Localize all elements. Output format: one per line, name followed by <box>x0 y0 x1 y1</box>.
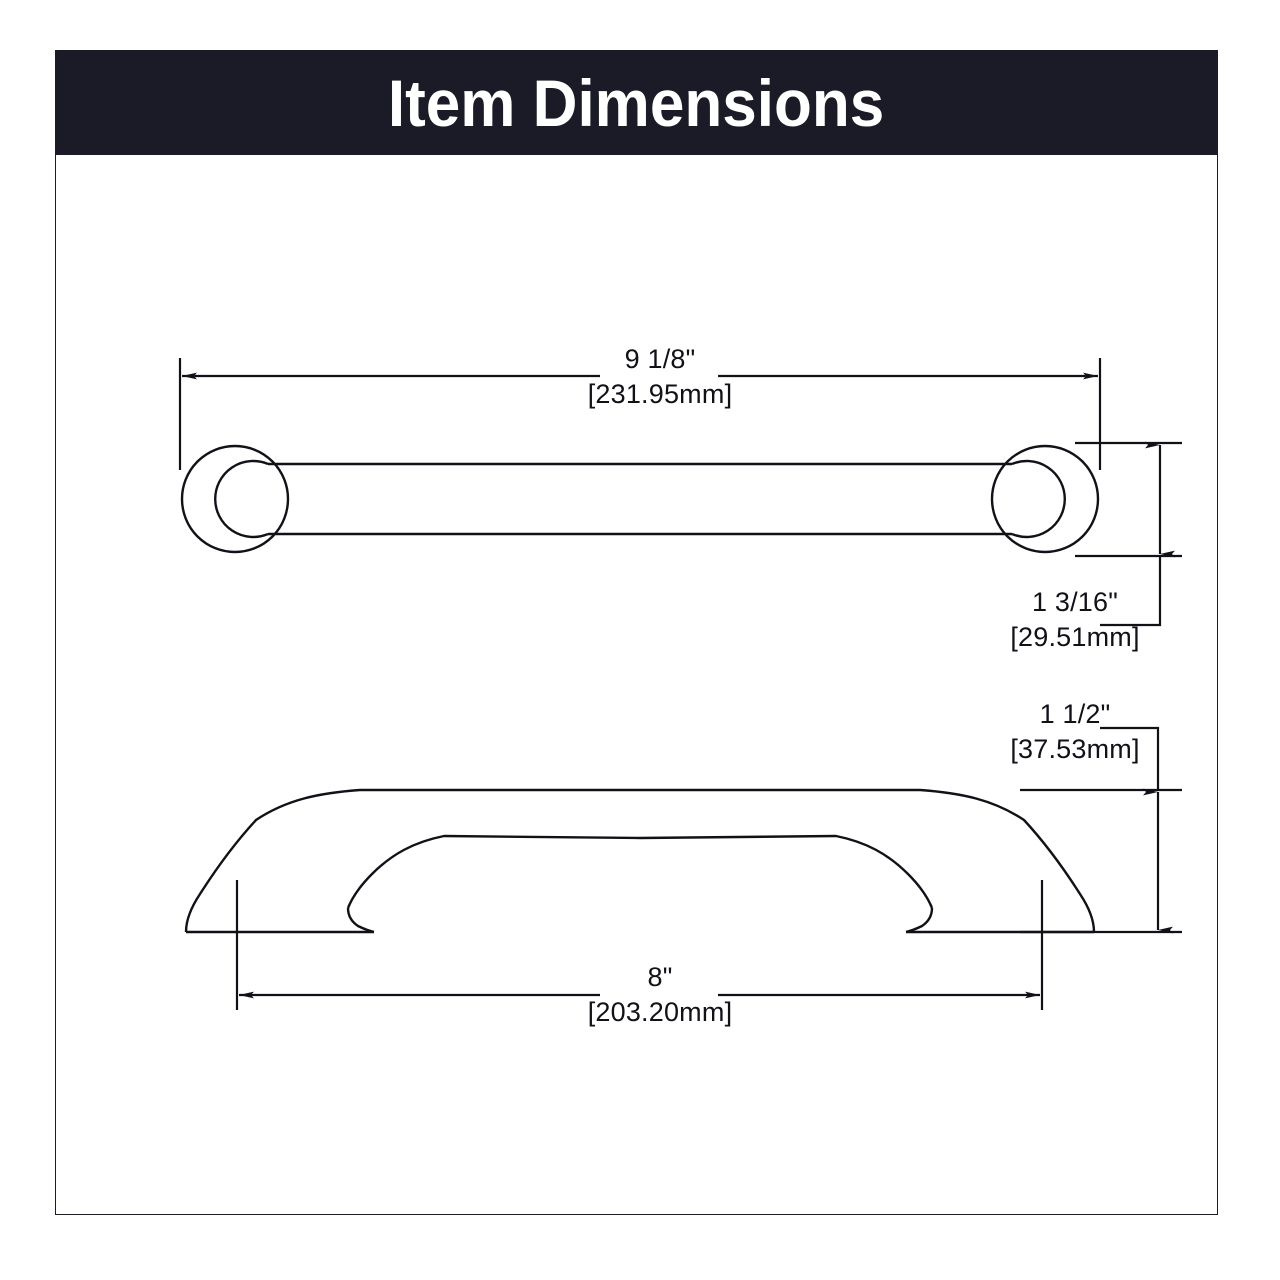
center-to-center-inch: 8" <box>647 962 673 992</box>
projection-mm: [37.53mm] <box>1010 733 1140 764</box>
overall-width-mm: [231.95mm] <box>587 378 733 409</box>
center-to-center-mm: [203.20mm] <box>587 996 733 1027</box>
depth-inch: 1 3/16" <box>1031 587 1119 617</box>
title-bar: Item Dimensions <box>55 50 1218 155</box>
depth-mm: [29.51mm] <box>1010 621 1140 652</box>
card-frame <box>55 50 1218 1215</box>
page-title: Item Dimensions <box>388 65 885 140</box>
depth-label: 1 3/16" [29.51mm] <box>955 585 1195 654</box>
overall-width-inch: 9 1/8" <box>624 344 696 374</box>
projection-label: 1 1/2" [37.53mm] <box>955 697 1195 766</box>
overall-width-label: 9 1/8" [231.95mm] <box>520 342 800 411</box>
projection-inch: 1 1/2" <box>1039 699 1111 729</box>
center-to-center-label: 8" [203.20mm] <box>520 960 800 1029</box>
